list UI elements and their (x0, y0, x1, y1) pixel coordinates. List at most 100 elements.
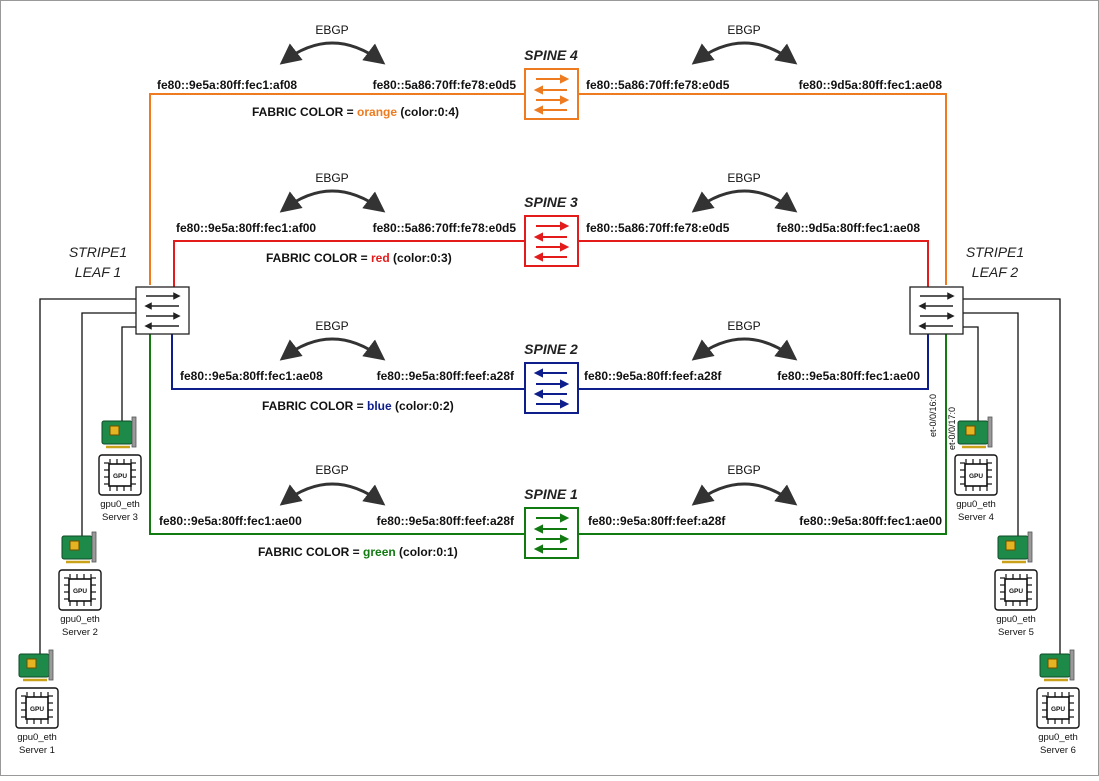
ebgp-arrow (691, 189, 798, 213)
switch-arrows-icon (144, 292, 181, 330)
leaf-1[interactable]: STRIPE1 LEAF 1 (69, 244, 190, 335)
leaf-subtitle: LEAF 2 (972, 264, 1019, 280)
spine-address: fe80::9e5a:80ff:feef:a28f (377, 369, 515, 383)
leaf-address: fe80::9e5a:80ff:fec1:ae08 (180, 369, 323, 383)
gpu-chip-label: GPU (969, 473, 983, 480)
ebgp-labels: EBGP EBGP EBGP EBGP EBGP EBGP EBGP EBGP (315, 23, 760, 477)
server-nic-label: gpu0_eth (1038, 732, 1078, 743)
switch-icon (909, 286, 964, 335)
switch-icon (524, 68, 579, 120)
server2-link (81, 312, 136, 540)
ebgp-label: EBGP (315, 171, 348, 185)
ebgp-arrow (279, 41, 386, 65)
link-orange-right (578, 93, 947, 285)
gpu-chip-label: GPU (30, 706, 44, 713)
leaf-2[interactable]: STRIPE1 LEAF 2 et-0/0/16:0 et-0/0/17:0 (909, 244, 1024, 450)
leaf-address: fe80::9d5a:80ff:fec1:ae08 (777, 221, 921, 235)
fabric-color-label: FABRIC COLOR = blue (color:0:2) (262, 399, 454, 413)
link-blue-right (578, 334, 929, 390)
ebgp-arrow (691, 337, 798, 361)
switch-icon (135, 286, 190, 335)
ebgp-label: EBGP (727, 171, 760, 185)
ebgp-arrow (279, 337, 386, 361)
switch-arrows-icon (918, 292, 955, 330)
spine-1[interactable]: SPINE 1 (524, 486, 579, 559)
switch-arrows-icon (533, 513, 570, 554)
link-orange (149, 93, 525, 285)
fabric-links (149, 93, 947, 535)
spine-title: SPINE 2 (524, 341, 578, 357)
gpu-chip-icon: GPU (1036, 687, 1080, 729)
leaf-title: STRIPE1 (69, 244, 127, 260)
fabric-color-label: FABRIC COLOR = orange (color:0:4) (252, 105, 459, 119)
ebgp-label: EBGP (727, 463, 760, 477)
ebgp-label: EBGP (315, 23, 348, 37)
spine-address: fe80::5a86:70ff:fe78:e0d5 (373, 221, 517, 235)
ebgp-label: EBGP (727, 23, 760, 37)
fabric-color-label: FABRIC COLOR = green (color:0:1) (258, 545, 458, 559)
switch-icon (524, 362, 579, 414)
ebgp-arrow (279, 189, 386, 213)
spine-title: SPINE 4 (524, 47, 578, 63)
ebgp-label: EBGP (315, 319, 348, 333)
gpu-chip-label: GPU (113, 473, 127, 480)
leaf-title: STRIPE1 (966, 244, 1024, 260)
spine-title: SPINE 3 (524, 194, 578, 210)
leaf-address: fe80::9e5a:80ff:fec1:ae00 (777, 369, 920, 383)
address-labels: fe80::9e5a:80ff:fec1:af08 fe80::5a86:70f… (157, 78, 942, 528)
spine-4[interactable]: SPINE 4 (524, 47, 579, 120)
ebgp-arrow (279, 482, 386, 506)
leaf2-port-label: et-0/0/17:0 (947, 407, 957, 450)
server-name-label: Server 1 (19, 745, 55, 756)
server1-link (39, 298, 136, 660)
leaf-address: fe80::9e5a:80ff:fec1:ae00 (799, 514, 942, 528)
server5-link (962, 312, 1019, 540)
ebgp-arrow (691, 41, 798, 65)
server-name-label: Server 3 (102, 512, 138, 523)
server-name-label: Server 4 (958, 512, 994, 523)
spine-address: fe80::5a86:70ff:fe78:e0d5 (586, 78, 730, 92)
link-red-right (578, 240, 929, 291)
server4-link (962, 326, 979, 422)
nic-card-icon (61, 531, 97, 564)
ebgp-label: EBGP (727, 319, 760, 333)
link-green (149, 334, 525, 535)
spine-switches: SPINE 4 SPINE 3 SPINE 2 (524, 47, 579, 559)
nic-card-icon (997, 531, 1033, 564)
gpu-chip-label: GPU (1051, 706, 1065, 713)
spine-address: fe80::9e5a:80ff:feef:a28f (377, 514, 515, 528)
link-green-right (578, 334, 947, 535)
gpu-chip-label: GPU (73, 588, 87, 595)
spine-address: fe80::5a86:70ff:fe78:e0d5 (373, 78, 517, 92)
link-red (173, 240, 525, 291)
spine-address: fe80::9e5a:80ff:feef:a28f (584, 369, 722, 383)
switch-arrows-icon (533, 368, 570, 409)
spine-2[interactable]: SPINE 2 (524, 341, 579, 414)
spine-address: fe80::5a86:70ff:fe78:e0d5 (586, 221, 730, 235)
nic-card-icon (957, 416, 993, 449)
nic-card-icon (101, 416, 137, 449)
server-nic-label: gpu0_eth (100, 499, 140, 510)
server-nic-label: gpu0_eth (996, 614, 1036, 625)
server6-link (962, 298, 1061, 660)
switch-icon (524, 215, 579, 267)
spine-3[interactable]: SPINE 3 (524, 194, 579, 267)
server-nic-label: gpu0_eth (956, 499, 996, 510)
leaf-subtitle: LEAF 1 (75, 264, 121, 280)
leaf-address: fe80::9e5a:80ff:fec1:ae00 (159, 514, 302, 528)
fabric-color-labels: FABRIC COLOR = orange (color:0:4) FABRIC… (252, 105, 459, 559)
ebgp-label: EBGP (315, 463, 348, 477)
nic-card-icon (1039, 649, 1075, 682)
server3-link (121, 326, 136, 422)
server-name-label: Server 2 (62, 627, 98, 638)
server-name-label: Server 6 (1040, 745, 1076, 756)
